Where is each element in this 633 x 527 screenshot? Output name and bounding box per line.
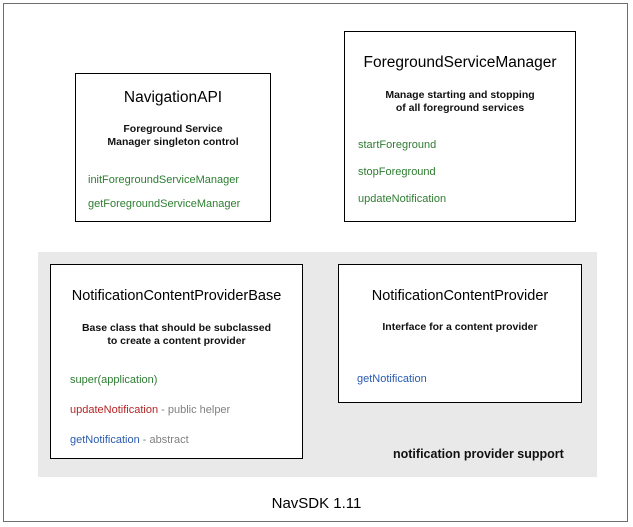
member-name: updateNotification [70, 404, 159, 416]
class-desc-notification-content-provider-base-line1: Base class that should be subclassed [81, 322, 272, 334]
member-list-notification-content-provider-base: super(application) updateNotification - … [70, 375, 230, 446]
class-title-navigation-api: NavigationAPI [123, 89, 223, 106]
member-list-foreground-service-manager: startForeground stopForeground updateNot… [358, 140, 446, 205]
member-name: initForegroundServiceManager [88, 174, 240, 186]
class-title-notification-content-provider-base: NotificationContentProviderBase [71, 288, 282, 304]
group-label-notification-provider-support: notification provider support [393, 447, 564, 461]
class-desc-navigation-api-line1: Foreground Service [123, 123, 223, 135]
member-row[interactable]: startForeground [358, 140, 446, 151]
member-note: - abstract [139, 434, 189, 446]
member-list-navigation-api: initForegroundServiceManager getForegrou… [88, 175, 240, 210]
member-row[interactable]: super(application) [70, 375, 230, 386]
member-row[interactable]: getNotification - abstract [70, 435, 230, 446]
class-box-foreground-service-manager[interactable] [344, 31, 576, 222]
class-desc-foreground-service-manager-line1: Manage starting and stopping [385, 89, 535, 101]
member-row[interactable]: updateNotification - public helper [70, 405, 230, 416]
member-row[interactable]: initForegroundServiceManager [88, 175, 240, 186]
class-title-notification-content-provider: NotificationContentProvider [371, 288, 549, 304]
class-desc-navigation-api-line2: Manager singleton control [107, 136, 239, 148]
class-desc-notification-content-provider-base-line2: to create a content provider [107, 335, 246, 347]
member-name: getNotification [357, 373, 427, 385]
member-name: startForeground [358, 139, 437, 151]
class-desc-foreground-service-manager-line2: of all foreground services [395, 102, 525, 114]
member-list-notification-content-provider: getNotification [357, 374, 427, 385]
diagram-caption: NavSDK 1.11 [271, 495, 362, 512]
member-name: stopForeground [358, 166, 436, 178]
member-note: - public helper [158, 404, 231, 416]
class-box-notification-content-provider-base[interactable] [50, 264, 303, 459]
member-name: updateNotification [358, 193, 447, 205]
member-row[interactable]: updateNotification [358, 194, 446, 205]
class-title-foreground-service-manager: ForegroundServiceManager [363, 54, 557, 71]
class-box-navigation-api[interactable] [75, 73, 271, 222]
member-row[interactable]: getForegroundServiceManager [88, 199, 240, 210]
member-name: super(application) [70, 374, 158, 386]
class-box-notification-content-provider[interactable] [338, 264, 582, 403]
class-desc-notification-content-provider-line1: Interface for a content provider [382, 321, 538, 333]
member-row[interactable]: stopForeground [358, 167, 446, 178]
member-row[interactable]: getNotification [357, 374, 427, 385]
member-name: getForegroundServiceManager [88, 198, 241, 210]
member-name: getNotification [70, 434, 140, 446]
